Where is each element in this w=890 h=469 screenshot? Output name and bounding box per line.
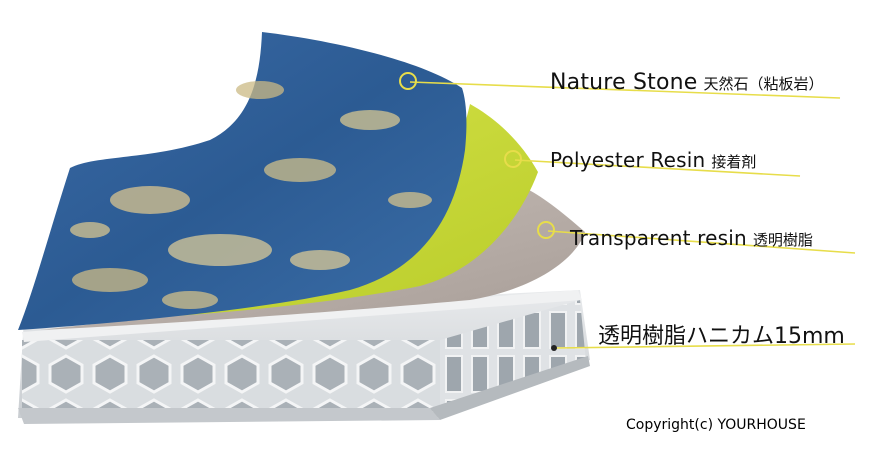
leader-line-poly	[514, 159, 801, 177]
label-transparent-resin: Transparent resin 透明樹脂	[570, 226, 813, 250]
marker-trans	[537, 221, 555, 239]
label-transparent-resin-en: Transparent resin	[570, 226, 747, 250]
marker-stone	[399, 72, 417, 90]
leader-line-core	[555, 343, 856, 349]
marker-core	[551, 345, 557, 351]
leader-line-trans	[547, 230, 856, 254]
label-nature-stone: Nature Stone 天然石（粘板岩）	[550, 70, 824, 95]
marker-poly	[504, 150, 522, 168]
label-nature-stone-jp: 天然石（粘板岩）	[703, 75, 824, 93]
label-nature-stone-en: Nature Stone	[550, 70, 698, 95]
polyester-resin-shape	[36, 104, 538, 324]
leader-line-stone	[409, 81, 841, 99]
copyright-text: Copyright(c) YOURHOUSE	[626, 417, 806, 433]
leader-markers	[399, 72, 555, 239]
label-transparent-resin-jp: 透明樹脂	[752, 231, 813, 249]
label-polyester-resin-jp: 接着剤	[711, 153, 757, 171]
transparent-resin-shape	[40, 188, 585, 330]
nature-stone-shape	[18, 32, 467, 330]
label-polyester-resin-en: Polyester Resin	[550, 148, 706, 172]
label-honeycomb-core-jp: 透明樹脂ハニカム15mm	[598, 324, 845, 349]
leader-lines	[409, 81, 856, 349]
stone-texture	[70, 81, 432, 309]
label-polyester-resin: Polyester Resin 接着剤	[550, 148, 756, 172]
label-honeycomb-core: 透明樹脂ハニカム15mm	[598, 318, 845, 350]
